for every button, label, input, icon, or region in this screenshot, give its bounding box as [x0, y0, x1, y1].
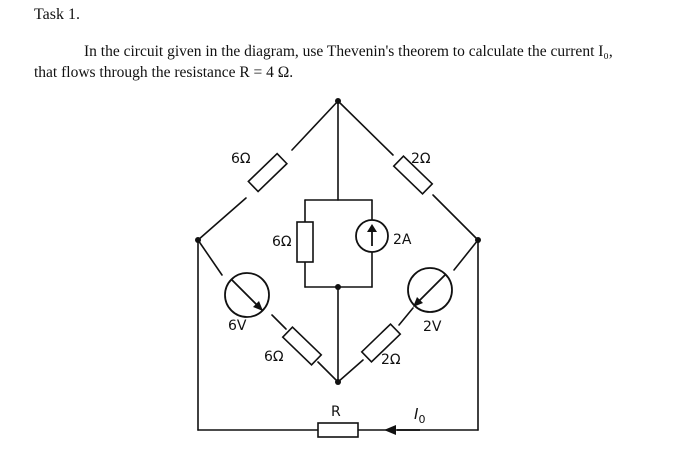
label-r-lower-right: 2Ω: [381, 352, 401, 368]
wire-top-right: [337, 100, 479, 241]
label-v-left: 6V: [228, 318, 247, 334]
problem-statement: In the circuit given in the diagram, use…: [34, 41, 664, 83]
junction-left: [195, 237, 201, 243]
problem-line-2: that flows through the resistance R = 4 …: [34, 64, 294, 81]
label-r-bottom: R: [331, 404, 341, 420]
label-r-upper-right: 2Ω: [411, 151, 431, 167]
wire-left-lower: [197, 239, 339, 383]
label-r-lower-left: 6Ω: [264, 349, 284, 365]
junction-top: [335, 98, 341, 104]
wire-top-left: [197, 100, 339, 241]
resistor-lower-right: [360, 322, 402, 364]
resistor-lower-left: [281, 325, 323, 367]
label-r-upper-left: 6Ω: [231, 151, 251, 167]
resistor-r: [317, 422, 359, 438]
problem-line-1: In the circuit given in the diagram, use…: [84, 43, 613, 60]
label-current-source: 2A: [393, 232, 412, 248]
resistor-upper-right: [392, 154, 434, 196]
wire-right-lower: [337, 239, 479, 383]
junction-right: [475, 237, 481, 243]
task-title: Task 1.: [34, 6, 80, 23]
junction-center: [335, 284, 341, 290]
resistor-center: [296, 221, 314, 263]
label-current-i0: I0: [414, 405, 425, 426]
label-v-right: 2V: [423, 319, 442, 335]
label-r-center: 6Ω: [272, 234, 292, 250]
resistor-upper-left: [247, 152, 288, 193]
junction-bottom: [335, 379, 341, 385]
